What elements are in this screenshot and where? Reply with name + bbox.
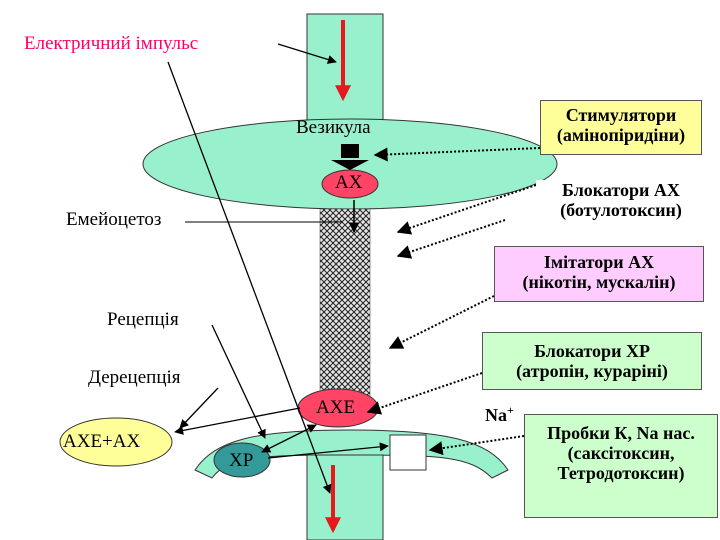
channel-blockers-box: Пробки К, Na нас. (саксітоксин, Тетродот… — [524, 414, 718, 518]
cr-blockers-pointer — [366, 372, 483, 415]
na-symbol: Na — [485, 405, 507, 425]
stimulators-line-1: Стимулятори — [565, 105, 677, 125]
cr-blockers-box: Блокатори ХР (атропін, курарінi) — [482, 332, 702, 390]
impulse-label: Електричний імпульс — [24, 33, 199, 54]
ach-oval — [321, 169, 379, 199]
cr-blockers-line-1: Блокатори ХР — [534, 341, 650, 361]
ach-blockers-line-2: (ботулотоксин) — [560, 200, 682, 221]
ach-label: АХ — [335, 172, 363, 193]
impulse-long-arrow — [167, 61, 332, 494]
na-ion-label: Na+ — [485, 404, 514, 425]
stimulators-box: Стимулятори (амінопіридіни) — [540, 100, 702, 155]
ach-imitators-line-2: (нікотін, мускалін) — [522, 272, 676, 293]
release-funnel — [331, 160, 369, 170]
na-charge: + — [507, 403, 514, 417]
stimulators-pointer — [373, 147, 541, 162]
ach-imitators-line-1: Імітатори АХ — [543, 252, 655, 272]
imitators-to-cleft-pointer — [388, 295, 495, 349]
cr-blockers-line-2: (атропін, курарінi) — [516, 361, 668, 382]
synaptic-cleft — [319, 208, 371, 420]
stimulators-line-2: (амінопіридіни) — [556, 125, 686, 146]
postsynaptic-cell-body — [306, 454, 384, 540]
ach-imitators-pointer — [396, 219, 506, 259]
ion-channel — [389, 434, 427, 471]
ache-label: АХЕ — [316, 397, 356, 418]
dereception-arrow — [179, 387, 219, 429]
reception-arrow — [211, 324, 266, 439]
channel-blockers-line-2: (саксітоксин, — [567, 443, 675, 464]
ache-ach-oval — [59, 417, 173, 467]
channel-blockers-line-1: Пробки К, Na нас. — [547, 423, 695, 443]
vesicle-release-block — [341, 144, 359, 158]
impulse-pointer-arrow — [277, 43, 337, 64]
ach-imitators-box: Імітатори АХ (нікотін, мускалін) — [494, 246, 704, 302]
ach-blockers-box: Блокатори АХ (ботулотоксин) — [536, 180, 706, 230]
dereception-label: Дерецепція — [88, 367, 181, 388]
receptor-oval — [213, 442, 271, 478]
vesicle-label: Везикула — [296, 117, 371, 138]
reception-label: Рецепція — [107, 309, 179, 330]
ache-ach-label: АХЕ+АХ — [63, 431, 141, 452]
ache-to-complex-arrow — [174, 407, 301, 435]
channel-blockers-line-3: Тетродотоксин) — [557, 463, 685, 484]
receptor-label: ХР — [229, 450, 254, 471]
ache-receptor-arrow — [261, 424, 317, 453]
receptor-channel-arrow — [267, 442, 389, 459]
ach-blockers-line-1: Блокатори АХ — [562, 180, 680, 200]
ach-blockers-pointer — [396, 184, 537, 235]
exocytosis-label: Емейоцетоз — [66, 209, 162, 230]
